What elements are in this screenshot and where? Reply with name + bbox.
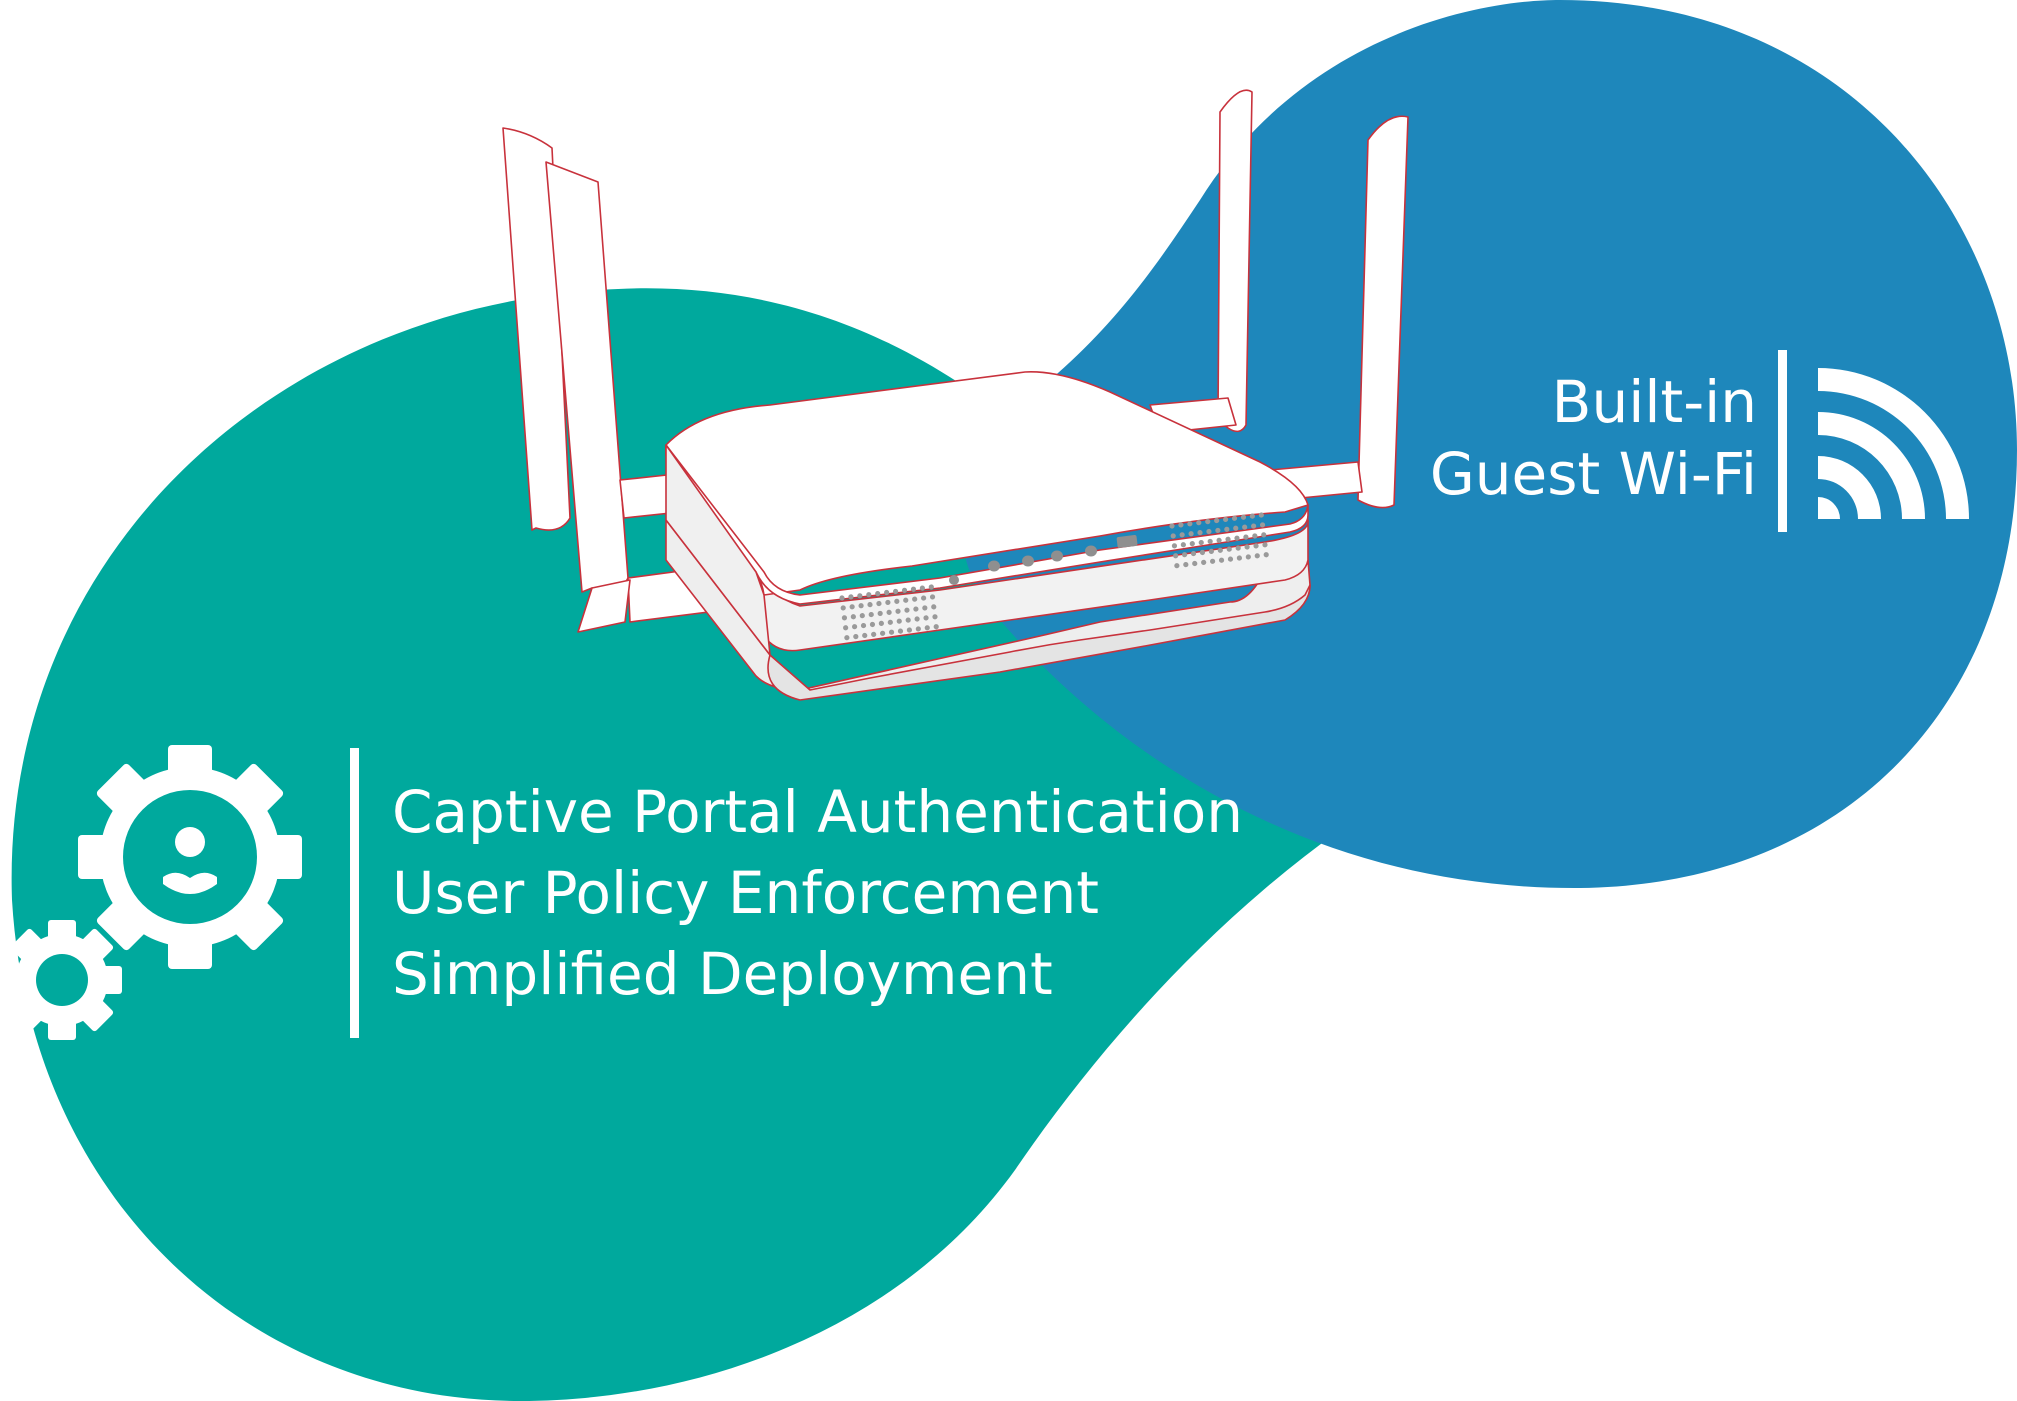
features-divider [350, 748, 359, 1038]
router-bumper [665, 444, 1309, 605]
user-gear-icon [78, 745, 302, 969]
router-vents-right [1169, 512, 1269, 569]
antenna-back-right-1 [1217, 89, 1253, 433]
antenna-back-right-2 [1357, 115, 1409, 509]
wifi-divider [1778, 350, 1787, 532]
wifi-icon [1818, 368, 1969, 519]
antenna-front-left [577, 579, 631, 633]
wifi-caption-line-1: Built-in [1551, 368, 1757, 436]
router-left-side [665, 444, 771, 656]
router-status-leds [949, 535, 1138, 585]
router-bottom [767, 584, 1311, 701]
feature-captive-portal: Captive Portal Authentication [392, 778, 1243, 846]
router-top [665, 371, 1309, 596]
wifi-caption-line-2: Guest Wi-Fi [1429, 440, 1757, 508]
feature-user-policy: User Policy Enforcement [392, 859, 1100, 927]
feature-simplified-deployment: Simplified Deployment [392, 940, 1053, 1008]
wireless-router-icon [502, 89, 1409, 701]
small-gear-icon [2, 920, 122, 1040]
router-vents-left [839, 584, 939, 641]
guest-wifi-caption: Built-in Guest Wi-Fi [1300, 366, 1757, 510]
features-caption: Captive Portal Authentication User Polic… [392, 772, 1243, 1015]
